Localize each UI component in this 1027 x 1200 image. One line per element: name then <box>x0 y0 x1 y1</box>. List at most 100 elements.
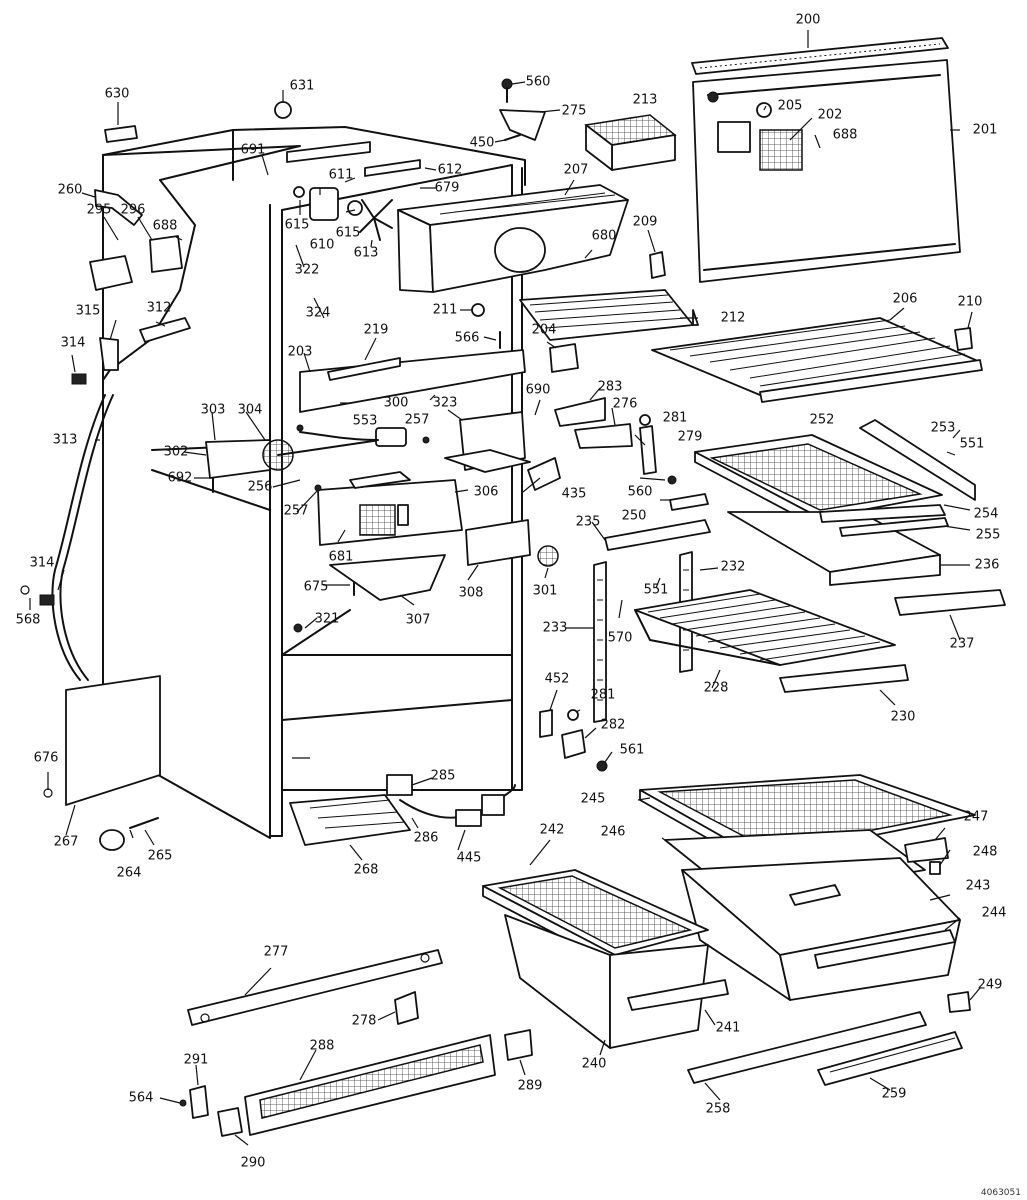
callout-615a: 615 <box>284 217 310 233</box>
callout-675: 675 <box>303 579 329 595</box>
bracket-204 <box>549 343 579 373</box>
callout-213: 213 <box>632 92 658 108</box>
callout-207: 207 <box>563 162 589 178</box>
callout-315: 315 <box>75 303 101 319</box>
callout-259: 259 <box>881 1086 907 1102</box>
callout-551a: 551 <box>959 436 985 452</box>
callout-257b: 257 <box>404 412 430 428</box>
callout-278: 278 <box>351 1013 377 1029</box>
callout-265: 265 <box>147 848 173 864</box>
callout-679: 679 <box>434 180 460 196</box>
callout-322: 322 <box>294 262 320 278</box>
hinge-bracket-283-276 <box>554 397 657 475</box>
callout-304: 304 <box>237 402 263 418</box>
callout-253: 253 <box>930 420 956 436</box>
freezer-door-trim-200 <box>691 37 949 75</box>
callout-613: 613 <box>353 245 379 261</box>
callout-250: 250 <box>621 508 647 524</box>
callout-324: 324 <box>305 305 331 321</box>
callout-610: 610 <box>309 237 335 253</box>
callout-307: 307 <box>405 612 431 628</box>
callout-211: 211 <box>432 302 458 318</box>
callout-281a: 281 <box>662 410 688 426</box>
pan-236-254-255 <box>727 504 949 586</box>
bracket-278 <box>394 991 419 1025</box>
motor-610-fan-613 <box>293 186 393 241</box>
part-295-296 <box>89 235 183 291</box>
callout-204: 204 <box>531 322 557 338</box>
callout-568: 568 <box>15 612 41 628</box>
drawing-code: 4063051 <box>980 1188 1021 1198</box>
callout-241: 241 <box>715 1020 741 1036</box>
callout-560a: 560 <box>525 74 551 90</box>
callout-676: 676 <box>33 750 59 766</box>
bracket-611-612 <box>286 141 421 177</box>
callout-277: 277 <box>263 944 289 960</box>
kickplate-267 <box>65 675 161 806</box>
small-fasteners-control <box>212 424 430 633</box>
callout-242: 242 <box>539 822 565 838</box>
callout-688b: 688 <box>832 127 858 143</box>
callout-267: 267 <box>53 834 79 850</box>
callout-611: 611 <box>328 167 354 183</box>
control-panel-302 <box>205 439 381 479</box>
support-rail-277 <box>187 949 443 1026</box>
callout-566: 566 <box>454 330 480 346</box>
callout-245: 245 <box>580 791 606 807</box>
trim-230 <box>779 664 909 693</box>
part-314-clips <box>20 373 87 606</box>
callout-560b: 560 <box>627 484 653 500</box>
callout-258: 258 <box>705 1101 731 1117</box>
evaporator-cover-207 <box>397 184 629 293</box>
callout-296: 296 <box>120 202 146 218</box>
freezer-shelf-212 <box>519 289 699 341</box>
callout-205: 205 <box>777 98 803 114</box>
roller-264-265 <box>99 817 159 851</box>
callout-230: 230 <box>890 709 916 725</box>
wire-shelf-206 <box>651 317 983 403</box>
callout-203: 203 <box>287 344 313 360</box>
callout-275: 275 <box>561 103 587 119</box>
callout-303: 303 <box>200 402 226 418</box>
callout-690: 690 <box>525 382 551 398</box>
wire-shelf-228 <box>634 589 896 666</box>
callout-210: 210 <box>957 294 983 310</box>
callout-285: 285 <box>430 768 456 784</box>
crisper-pan-240-241 <box>504 914 729 1049</box>
part-312-315 <box>99 317 191 371</box>
callout-264: 264 <box>116 865 142 881</box>
knob-301 <box>537 545 559 567</box>
callout-288: 288 <box>309 1038 335 1054</box>
callout-301: 301 <box>532 583 558 599</box>
callout-615b: 615 <box>335 225 361 241</box>
small-hardware-676 <box>43 788 53 798</box>
thermostat-300 <box>299 427 407 447</box>
callout-247: 247 <box>963 809 989 825</box>
shelf-support-209 <box>649 251 666 279</box>
callout-631: 631 <box>289 78 315 94</box>
ice-tray-213 <box>584 114 677 171</box>
control-housing-306 <box>317 471 463 546</box>
callout-237: 237 <box>949 636 975 652</box>
callout-452: 452 <box>544 671 570 687</box>
hinge-275-bolt-560 <box>499 78 546 141</box>
callout-236: 236 <box>974 557 1000 573</box>
callout-283: 283 <box>597 379 623 395</box>
part-630-631 <box>104 101 292 143</box>
callout-268: 268 <box>353 862 379 878</box>
wiring-285-286-445 <box>386 774 516 827</box>
callout-289: 289 <box>517 1078 543 1094</box>
callout-219: 219 <box>363 322 389 338</box>
callout-306: 306 <box>473 484 499 500</box>
hinge-parts-lower <box>539 709 608 772</box>
callout-248: 248 <box>972 844 998 860</box>
rail-259 <box>817 1031 963 1086</box>
callout-450: 450 <box>469 135 495 151</box>
callout-561: 561 <box>619 742 645 758</box>
callout-314a: 314 <box>60 335 86 351</box>
drain-pan-268 <box>289 794 411 846</box>
callout-279: 279 <box>677 429 703 445</box>
callout-256: 256 <box>247 479 273 495</box>
